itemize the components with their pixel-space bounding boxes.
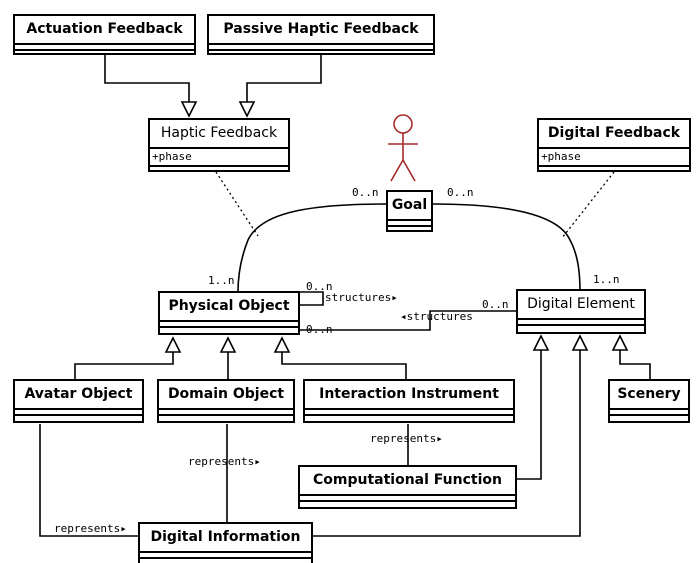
class-name: Avatar Object xyxy=(15,381,142,410)
generalization-avatar-to-physical xyxy=(74,352,174,380)
direction-arrow-right-icon: ▸ xyxy=(391,291,398,304)
multiplicity-label: 1..n xyxy=(208,274,235,287)
class-compartment xyxy=(15,45,194,51)
class-compartment xyxy=(140,559,311,563)
class-compartment xyxy=(610,416,688,422)
class-compartment xyxy=(300,502,515,508)
class-attribute: +phase xyxy=(150,149,288,167)
class-avatar-object[interactable]: Avatar Object xyxy=(13,379,144,423)
generalization-arrowhead xyxy=(238,101,256,118)
generalization-instrument-to-physical xyxy=(281,352,407,380)
class-compartment xyxy=(518,320,644,326)
multiplicity-label: 0..n xyxy=(306,280,333,293)
class-name: Actuation Feedback xyxy=(15,16,194,45)
class-compartment xyxy=(160,322,298,328)
class-compartment xyxy=(518,326,644,332)
association-name: structures xyxy=(325,291,392,304)
class-digital-feedback[interactable]: Digital Feedback +phase xyxy=(537,118,691,172)
class-passive-haptic-feedback[interactable]: Passive Haptic Feedback xyxy=(207,14,435,55)
association-name: represents xyxy=(188,455,255,468)
association-avatar-information xyxy=(39,424,138,537)
multiplicity-label: 0..n xyxy=(352,186,379,199)
class-haptic-feedback[interactable]: Haptic Feedback +phase xyxy=(148,118,290,172)
class-name: Physical Object xyxy=(160,293,298,322)
class-name: Passive Haptic Feedback xyxy=(209,16,433,45)
association-name: structures xyxy=(406,310,473,323)
class-goal[interactable]: Goal xyxy=(386,190,433,232)
generalization-arrowhead xyxy=(532,334,550,351)
association-class-link-digital xyxy=(561,171,615,239)
goal-actor-icon xyxy=(388,114,418,182)
class-domain-object[interactable]: Domain Object xyxy=(157,379,295,423)
class-digital-element[interactable]: Digital Element xyxy=(516,289,646,334)
class-compartment xyxy=(150,167,288,173)
generalization-actuation-to-haptic xyxy=(104,55,190,102)
direction-arrow-right-icon: ▸ xyxy=(436,432,443,445)
class-compartment xyxy=(140,553,311,559)
class-name: Computational Function xyxy=(300,467,515,496)
class-compartment xyxy=(159,410,293,416)
class-name: Digital Feedback xyxy=(539,120,689,149)
class-name: Scenery xyxy=(610,381,688,410)
association-name: represents xyxy=(54,522,121,535)
association-goal-physical xyxy=(237,203,387,293)
class-scenery[interactable]: Scenery xyxy=(608,379,690,423)
multiplicity-label: 0..n xyxy=(482,298,509,311)
multiplicity-label: 1..n xyxy=(593,273,620,286)
class-compartment xyxy=(159,416,293,422)
direction-arrow-right-icon: ▸ xyxy=(120,522,127,535)
class-compartment xyxy=(305,416,513,422)
generalization-scenery-to-digital xyxy=(619,350,651,380)
class-compartment xyxy=(305,410,513,416)
association-class-link-haptic xyxy=(215,171,259,237)
class-compartment xyxy=(209,45,433,51)
class-compartment xyxy=(15,410,142,416)
association-structures xyxy=(300,310,516,331)
class-actuation-feedback[interactable]: Actuation Feedback xyxy=(13,14,196,55)
class-name: Interaction Instrument xyxy=(305,381,513,410)
generalization-arrowhead xyxy=(164,336,182,353)
class-digital-information[interactable]: Digital Information xyxy=(138,522,313,563)
class-name: Haptic Feedback xyxy=(150,120,288,149)
class-compartment xyxy=(388,221,431,227)
direction-arrow-right-icon: ▸ xyxy=(254,455,261,468)
generalization-function-to-digital xyxy=(517,350,542,480)
class-compartment xyxy=(300,496,515,502)
class-compartment xyxy=(539,167,689,173)
association-label-represents-domain: represents▸ xyxy=(188,456,261,468)
generalization-passive-to-haptic xyxy=(246,55,322,102)
generalization-information-to-digital xyxy=(312,350,581,537)
self-association-physical xyxy=(300,291,324,306)
class-name: Digital Element xyxy=(518,291,644,320)
generalization-arrowhead xyxy=(180,101,198,118)
class-compartment xyxy=(610,410,688,416)
class-name: Goal xyxy=(388,192,431,221)
class-compartment xyxy=(15,416,142,422)
association-label-structures: ◂structures xyxy=(400,311,473,323)
generalization-arrowhead xyxy=(273,336,291,353)
association-label-structures-self: structures▸ xyxy=(325,292,398,304)
multiplicity-label: 0..n xyxy=(447,186,474,199)
generalization-arrowhead xyxy=(219,336,237,353)
direction-arrow-left-icon: ◂ xyxy=(400,310,407,323)
class-name: Digital Information xyxy=(140,524,311,553)
class-computational-function[interactable]: Computational Function xyxy=(298,465,517,509)
class-compartment xyxy=(209,51,433,57)
association-label-represents-avatar: represents▸ xyxy=(54,523,127,535)
class-name: Domain Object xyxy=(159,381,293,410)
association-goal-digital xyxy=(432,203,581,293)
class-interaction-instrument[interactable]: Interaction Instrument xyxy=(303,379,515,423)
class-physical-object[interactable]: Physical Object xyxy=(158,291,300,335)
generalization-arrowhead xyxy=(571,334,589,351)
association-name: represents xyxy=(370,432,437,445)
class-compartment xyxy=(15,51,194,57)
class-compartment xyxy=(160,328,298,334)
multiplicity-label: 0..n xyxy=(306,323,333,336)
class-compartment xyxy=(388,227,431,233)
class-attribute: +phase xyxy=(539,149,689,167)
generalization-arrowhead xyxy=(611,334,629,351)
association-label-represents-instrument: represents▸ xyxy=(370,433,443,445)
